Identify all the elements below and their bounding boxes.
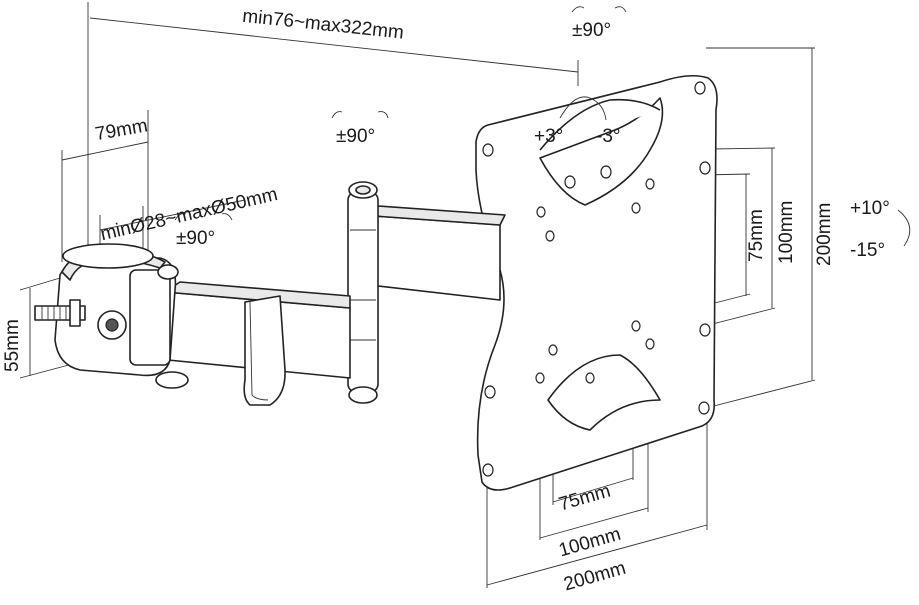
clamp-height-label: 55mm	[2, 319, 23, 372]
clamp-offset-label: 79mm	[94, 115, 150, 145]
vesa-vertical-200-label: 200mm	[814, 203, 835, 266]
swivel-middle-label: ±90°	[336, 126, 375, 147]
clamp-bolt	[34, 299, 86, 327]
tilt-down-label: -15°	[850, 240, 885, 261]
vesa-horizontal-200-label: 200mm	[561, 558, 628, 596]
vesa-plate	[475, 74, 718, 491]
swivel-clamp-label: ±90°	[176, 228, 215, 249]
level-arc-icon	[559, 96, 607, 121]
vesa-vertical-75-label: 75mm	[746, 209, 767, 262]
level-plus-label: +3°	[534, 126, 563, 147]
swivel-middle-arrow-left-icon	[331, 111, 343, 119]
swivel-top-arrow-left-icon	[571, 6, 585, 13]
vesa-horizontal-100-label: 100mm	[556, 524, 623, 562]
vesa-vertical-100-label: 100mm	[776, 201, 797, 264]
arm-extension-label: min76~max322mm	[241, 6, 404, 44]
mounting-holes	[482, 81, 711, 477]
rotation-arrows	[174, 6, 911, 247]
swivel-clamp-arrow-left-icon	[174, 213, 187, 221]
swivel-top-arrow-right-icon	[614, 6, 627, 13]
tilt-arc-icon	[897, 209, 911, 247]
swivel-clamp-arrow-right-icon	[221, 213, 233, 221]
hinge-pin	[347, 181, 379, 404]
swivel-top-label: ±90°	[572, 20, 611, 41]
swivel-middle-arrow-right-icon	[377, 111, 389, 119]
tilt-up-label: +10°	[850, 198, 890, 219]
level-minus-label: -3°	[596, 126, 621, 147]
pole-clamp	[34, 243, 189, 389]
rotation-labels: ±90° ±90° ±90° +3° -3° +10° -15°	[176, 20, 890, 261]
vesa-horizontal-75-label: 75mm	[556, 481, 613, 516]
